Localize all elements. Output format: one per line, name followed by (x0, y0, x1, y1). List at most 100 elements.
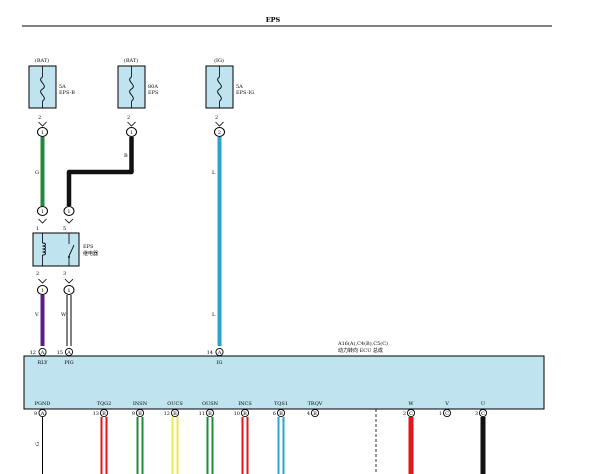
ecu-pin-oucs: OUCS 12 B (164, 401, 183, 418)
fuse-source: (BAT) (35, 57, 49, 64)
pin-letter: B (102, 411, 106, 417)
fuse-source: (IG) (214, 57, 224, 64)
pin-label: W (408, 401, 414, 407)
pin-letter: B (313, 411, 317, 417)
pin-number: 2 (403, 411, 406, 417)
relay-pin: 1 (36, 226, 39, 232)
pin-label-ig: IG (217, 360, 223, 366)
pin-label: OUCS (167, 401, 183, 407)
fuse-rating: 80A (148, 84, 158, 90)
wire-code: W (61, 312, 67, 318)
pin-letter: B (208, 411, 212, 417)
wire-code: L (212, 312, 216, 318)
ecu-pin-pgnd: PGND 9 A (34, 401, 51, 418)
fuse-eps-b: (BAT) 5A EPS-B 2 1 (28, 57, 75, 137)
pin-label: V (444, 401, 449, 407)
wire-pair-tqs1 (277, 417, 285, 474)
pin-label-rly: RLY (37, 360, 48, 366)
fuse-icon (129, 76, 134, 102)
pin-number: 11 (199, 411, 205, 417)
pin-letter: A (66, 350, 71, 356)
pin-number: 1 (439, 411, 442, 417)
wire-black-b1 (66, 137, 134, 206)
pin-number: 15 (57, 350, 63, 356)
ecu-pin-ousn: OUSN 11 B (199, 401, 219, 418)
wire-code: G (35, 442, 41, 446)
pin-letter: C (409, 411, 413, 417)
fuse-name: EPS-B (59, 90, 75, 96)
connector-pin (37, 127, 48, 137)
wire-code: B (124, 153, 128, 159)
ecu-pin-incs: INCS 10 B (234, 401, 252, 418)
wire-pair-insn (136, 417, 144, 474)
fuse-rating: 5A (59, 84, 66, 90)
ecu-pin-rly: 12 A (30, 347, 47, 357)
ecu-pin-w: W 2 C (403, 401, 416, 418)
connector-number: 1 (41, 209, 44, 215)
connector-pin (37, 285, 48, 295)
pin-letter: A (217, 350, 222, 356)
pin-label: TQG2 (97, 401, 112, 407)
pin-number: 9 (34, 411, 37, 417)
pin-number: 14 (207, 350, 213, 356)
fuse-pin: 2 (127, 115, 130, 121)
eps-relay: 1 1 1 5 EPS 继电器 2 3 1 1 (32, 206, 98, 295)
pin-number: 6 (273, 411, 276, 417)
pin-number: 12 (164, 411, 170, 417)
connector-number: 2 (218, 130, 221, 136)
ecu-pin-tqg2: TQG2 13 B (93, 401, 112, 418)
pin-letter: C (445, 411, 449, 417)
wire-pair-tqg2 (100, 417, 108, 474)
pin-label: OUSN (202, 401, 219, 407)
pin-letter: B (173, 411, 177, 417)
connector-number: 1 (67, 209, 70, 215)
pin-label: PGND (35, 401, 51, 407)
relay-name: EPS (83, 244, 94, 250)
wire-pair-incs (241, 417, 249, 474)
pin-label: U (481, 401, 485, 407)
pin-letter: B (138, 411, 142, 417)
relay-name-cn: 继电器 (83, 250, 98, 257)
connector-number: 1 (41, 288, 44, 294)
wire-code: V (34, 312, 39, 318)
pin-number: 4 (307, 411, 310, 417)
pin-letter: A (40, 350, 45, 356)
connector-pin (37, 206, 48, 216)
relay-pin: 2 (36, 271, 39, 277)
pin-label: INSN (133, 401, 148, 407)
ecu-pin-pig: 15 A (57, 347, 74, 357)
pin-label: INCS (238, 401, 252, 407)
ecu-pin-insn: INSN 9 B (132, 401, 148, 418)
pin-letter: B (243, 411, 247, 417)
fuse-eps-ig: (IG) 5A EPS-IG 2 2 (205, 57, 254, 137)
pin-letter: C (481, 411, 485, 417)
pin-number: 10 (234, 411, 240, 417)
ecu-pin-trqv: TRQV 4 B (307, 401, 323, 418)
connector-pin (126, 127, 137, 137)
fuse-name: EPS (148, 90, 159, 96)
fuse-name: EPS-IG (236, 90, 254, 96)
pin-label: TRQV (308, 401, 323, 407)
fuse-pin: 2 (215, 115, 218, 121)
wire-pair-oucs (171, 417, 179, 474)
connector-number: 1 (41, 130, 44, 136)
pin-number: 9 (132, 411, 135, 417)
pin-number: 12 (30, 350, 36, 356)
page-title: EPS (266, 16, 281, 24)
relay-pin: 5 (63, 226, 66, 232)
connector-number: 1 (130, 130, 133, 136)
connector-number: 1 (67, 288, 70, 294)
ecu-connectors: A16(A),C4(B),C5(C) (337, 340, 388, 347)
fuse-eps: (BAT) 80A EPS 2 1 (117, 57, 159, 137)
ecu-name: 动力转向 ECU 总成 (338, 347, 383, 354)
wire-pair-ousn (206, 417, 214, 474)
pin-number: 13 (93, 411, 99, 417)
fuse-icon (217, 76, 222, 102)
relay-pin: 3 (63, 271, 66, 277)
fuse-source: (BAT) (124, 57, 138, 64)
ecu-body (23, 355, 545, 410)
ecu-pin-ig: 14 A (207, 347, 224, 357)
connector-pin (63, 285, 75, 295)
pin-label: TQS1 (274, 401, 288, 407)
